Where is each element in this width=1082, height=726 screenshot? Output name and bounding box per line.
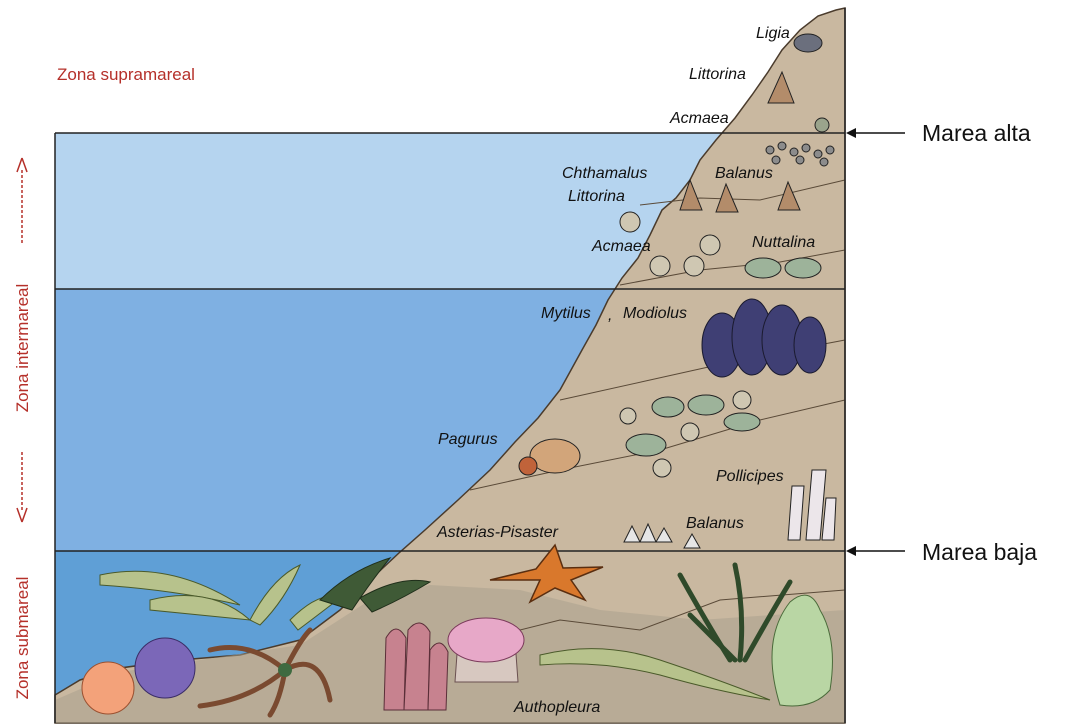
- species-label-authopleura: Authopleura: [513, 699, 600, 716]
- species-label-chthamalus: Chthamalus: [562, 165, 647, 182]
- purple-urchin-illustration: [135, 638, 195, 698]
- species-label-nuttalina: Nuttalina: [752, 234, 815, 251]
- species-label-balanus-upper: Balanus: [715, 165, 773, 182]
- species-label-ligia: Ligia: [756, 25, 790, 42]
- species-label-acmaea-middle: Acmaea: [591, 238, 651, 255]
- sea-anemone-illustration: [448, 618, 524, 682]
- species-label-modiolus: Modiolus: [623, 305, 687, 322]
- species-label-pollicipes: Pollicipes: [716, 468, 784, 485]
- species-label-asterias: Asterias-Pisaster: [436, 524, 559, 541]
- low-tide-arrowhead: [846, 546, 856, 556]
- species-label-balanus-lower: Balanus: [686, 515, 744, 532]
- species-label-pagurus: Pagurus: [438, 431, 498, 448]
- high-tide-arrowhead: [846, 128, 856, 138]
- tide-label-low: Marea baja: [922, 539, 1037, 565]
- zone-label-subtidal: Zona submareal: [13, 577, 32, 700]
- tide-label-high: Marea alta: [922, 120, 1031, 146]
- species-label-littorina-middle: Littorina: [568, 188, 625, 205]
- brittle-star-center: [278, 663, 292, 677]
- limpet-illustration: [815, 118, 829, 132]
- zone-label-supratidal: Zona supramareal: [57, 65, 195, 84]
- isopod-illustration: [794, 34, 822, 52]
- species-label-littorina-upper: Littorina: [689, 66, 746, 83]
- intertidal-range-arrowhead-down: [17, 508, 27, 522]
- species-label-separator: ,: [608, 307, 612, 324]
- intertidal-range-arrowhead-up: [17, 158, 27, 172]
- species-label-mytilus: Mytilus: [541, 305, 591, 322]
- zone-label-intertidal: Zona intermareal: [13, 284, 32, 413]
- orange-anemone-illustration: [82, 662, 134, 714]
- species-label-acmaea-upper: Acmaea: [669, 110, 729, 127]
